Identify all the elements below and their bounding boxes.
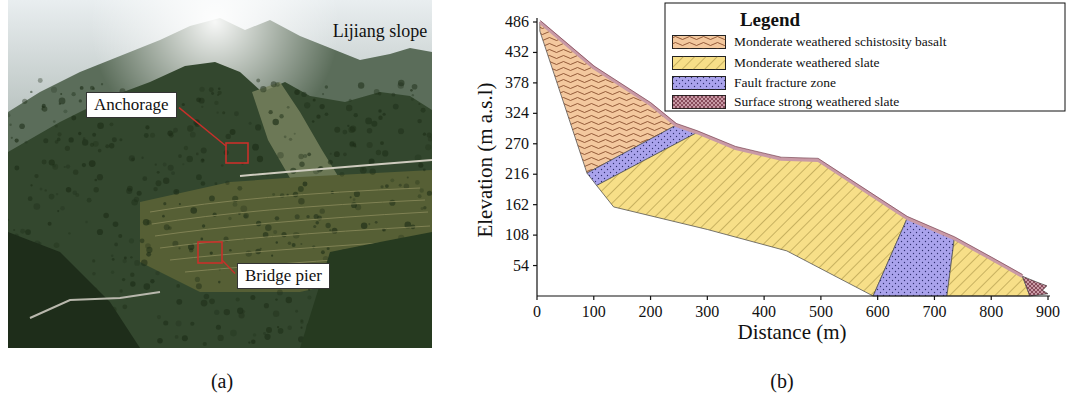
tick-label: 216	[505, 165, 529, 183]
rock-pattern	[873, 218, 954, 296]
legend-swatch	[672, 95, 726, 109]
axis-title: Distance (m)	[737, 321, 846, 344]
legend-title: Legend	[740, 10, 800, 31]
tick-label: 200	[639, 303, 663, 321]
tick-label: 300	[695, 303, 719, 321]
legend-text: Fault fracture zone	[734, 75, 836, 91]
tick-label: 486	[505, 13, 529, 31]
legend-swatch	[672, 56, 726, 70]
tick-label: 700	[922, 303, 946, 321]
legend-swatch	[672, 76, 726, 90]
tick-label: 100	[582, 303, 606, 321]
legend-swatch	[672, 35, 726, 49]
rock-pattern	[947, 238, 1030, 296]
tick-label: 270	[505, 135, 529, 153]
tick-label: 500	[809, 303, 833, 321]
legend-text: Surface strong weathered slate	[734, 94, 899, 110]
panel-label: (b)	[770, 370, 793, 392]
tick-label: 800	[979, 303, 1003, 321]
label-text: Bridge pier	[245, 266, 322, 286]
label-box: Anchorage	[86, 92, 177, 118]
panel-label: (a)	[211, 370, 233, 392]
rock-zone	[947, 238, 1030, 296]
tick-label: 0	[533, 303, 541, 321]
leader-line	[179, 108, 226, 146]
label-text: Anchorage	[94, 95, 169, 115]
tick-label: 54	[513, 257, 529, 275]
rock-pattern	[1022, 276, 1048, 296]
tick-label: 108	[505, 226, 529, 244]
tick-label: 324	[505, 105, 529, 123]
tick-label: 162	[505, 196, 529, 214]
rock-pattern	[597, 133, 908, 296]
tick-label: 600	[866, 303, 890, 321]
legend-text: Monderate weathered slate	[734, 55, 879, 71]
tick-label: 432	[505, 44, 529, 62]
photo-title: Lijiang slope	[333, 22, 427, 42]
leader-line	[222, 260, 235, 273]
tick-label: 400	[752, 303, 776, 321]
legend-text: Monderate weathered schistosity basalt	[734, 34, 947, 50]
axis-title: Elevation (m a.s.l)	[474, 82, 497, 237]
tick-label: 900	[1036, 303, 1060, 321]
label-box: Bridge pier	[237, 263, 330, 289]
tick-label: 378	[505, 74, 529, 92]
